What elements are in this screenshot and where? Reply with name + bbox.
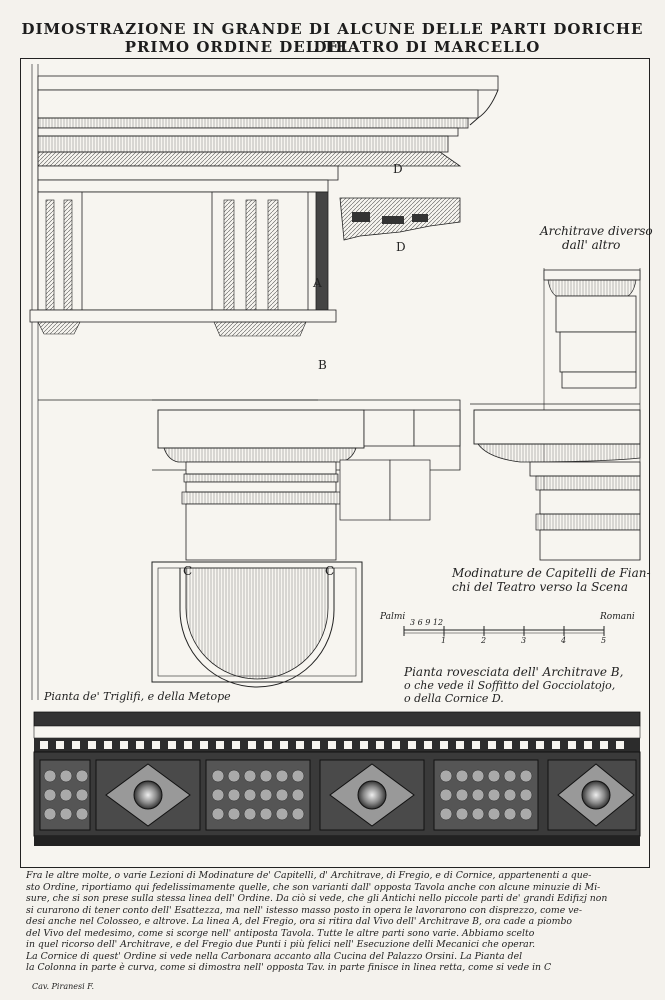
cornice-detail-d (339, 197, 461, 241)
caption-text: Fra le altre molte, o varie Lezioni di M… (26, 870, 644, 974)
caption-line: sto Ordine, riportiamo qui fedelissimame… (26, 881, 601, 893)
column-plan (151, 561, 363, 688)
cornice (37, 75, 499, 181)
label-c-right: C (325, 564, 335, 578)
label-architrave-2: dall' altro (562, 238, 621, 252)
caption-line: la Colonna in parte è curva, come si dim… (26, 962, 552, 973)
scale-tick-4: 4 (561, 636, 567, 645)
caption-line: del Vivo del medesimo, come si scorge ne… (26, 927, 535, 939)
frieze-triglyphs (29, 179, 337, 401)
label-d-cornice: D (393, 162, 403, 176)
label-pianta-rovesciata-1: Pianta rovesciata dell' Architrave B, (404, 665, 624, 679)
capital-elevation (152, 399, 461, 561)
scale-label-romani: Romani (600, 612, 635, 622)
label-c-left: C (183, 564, 193, 578)
caption-line: desi anche nel Colosseo, e altrove. La l… (26, 916, 572, 927)
title-line-2: PRIMO ORDINE DEL TEATRO DI MARCELLO (124, 38, 541, 56)
label-modinature-1: Modinature de Capitelli de Fian- (452, 566, 651, 580)
label-modinature-2: chi del Teatro verso la Scena (452, 580, 629, 594)
caption-line: Fra le altre molte, o varie Lezioni di M… (26, 870, 592, 881)
caption-line: sure, che si son prese sulla stessa line… (26, 893, 608, 904)
architrave-diverso (543, 268, 641, 560)
modinature-capitelli (470, 403, 641, 561)
scale-label-palmi: Palmi (380, 612, 406, 622)
scale-small-ticks: 3 6 9 12 (410, 618, 444, 627)
caption-line: in quel ricorso dell' Architrave, e del … (26, 939, 536, 950)
scale-bar (403, 626, 605, 636)
label-pianta-rovesciata-2: o che vede il Soffitto del Gocciolatojo, (404, 679, 616, 692)
label-b: B (318, 358, 327, 372)
label-pianta-triglifi: Pianta de' Triglifi, e della Metope (44, 690, 231, 703)
label-pianta-rovesciata-3: o della Cornice D. (404, 692, 504, 705)
title-line-1: DIMOSTRAZIONE IN GRANDE DI ALCUNE DELLE … (21, 20, 644, 56)
label-d-detail: D (396, 240, 406, 254)
scale-tick-2: 2 (481, 636, 487, 645)
scale-tick-5: 5 (601, 636, 607, 645)
scale-tick-1: 1 (441, 636, 447, 645)
caption-line: si curarono di tener conto dell' Esattez… (26, 904, 583, 916)
signature: Cav. Piranesi F. (32, 982, 95, 991)
label-architrave: Architrave diverso (540, 224, 653, 238)
soffit-plan (33, 711, 641, 846)
label-a: A (313, 276, 322, 290)
scale-tick-3: 3 (521, 636, 527, 645)
caption-line: La Cornice di quest' Ordine si vede nell… (26, 950, 523, 962)
